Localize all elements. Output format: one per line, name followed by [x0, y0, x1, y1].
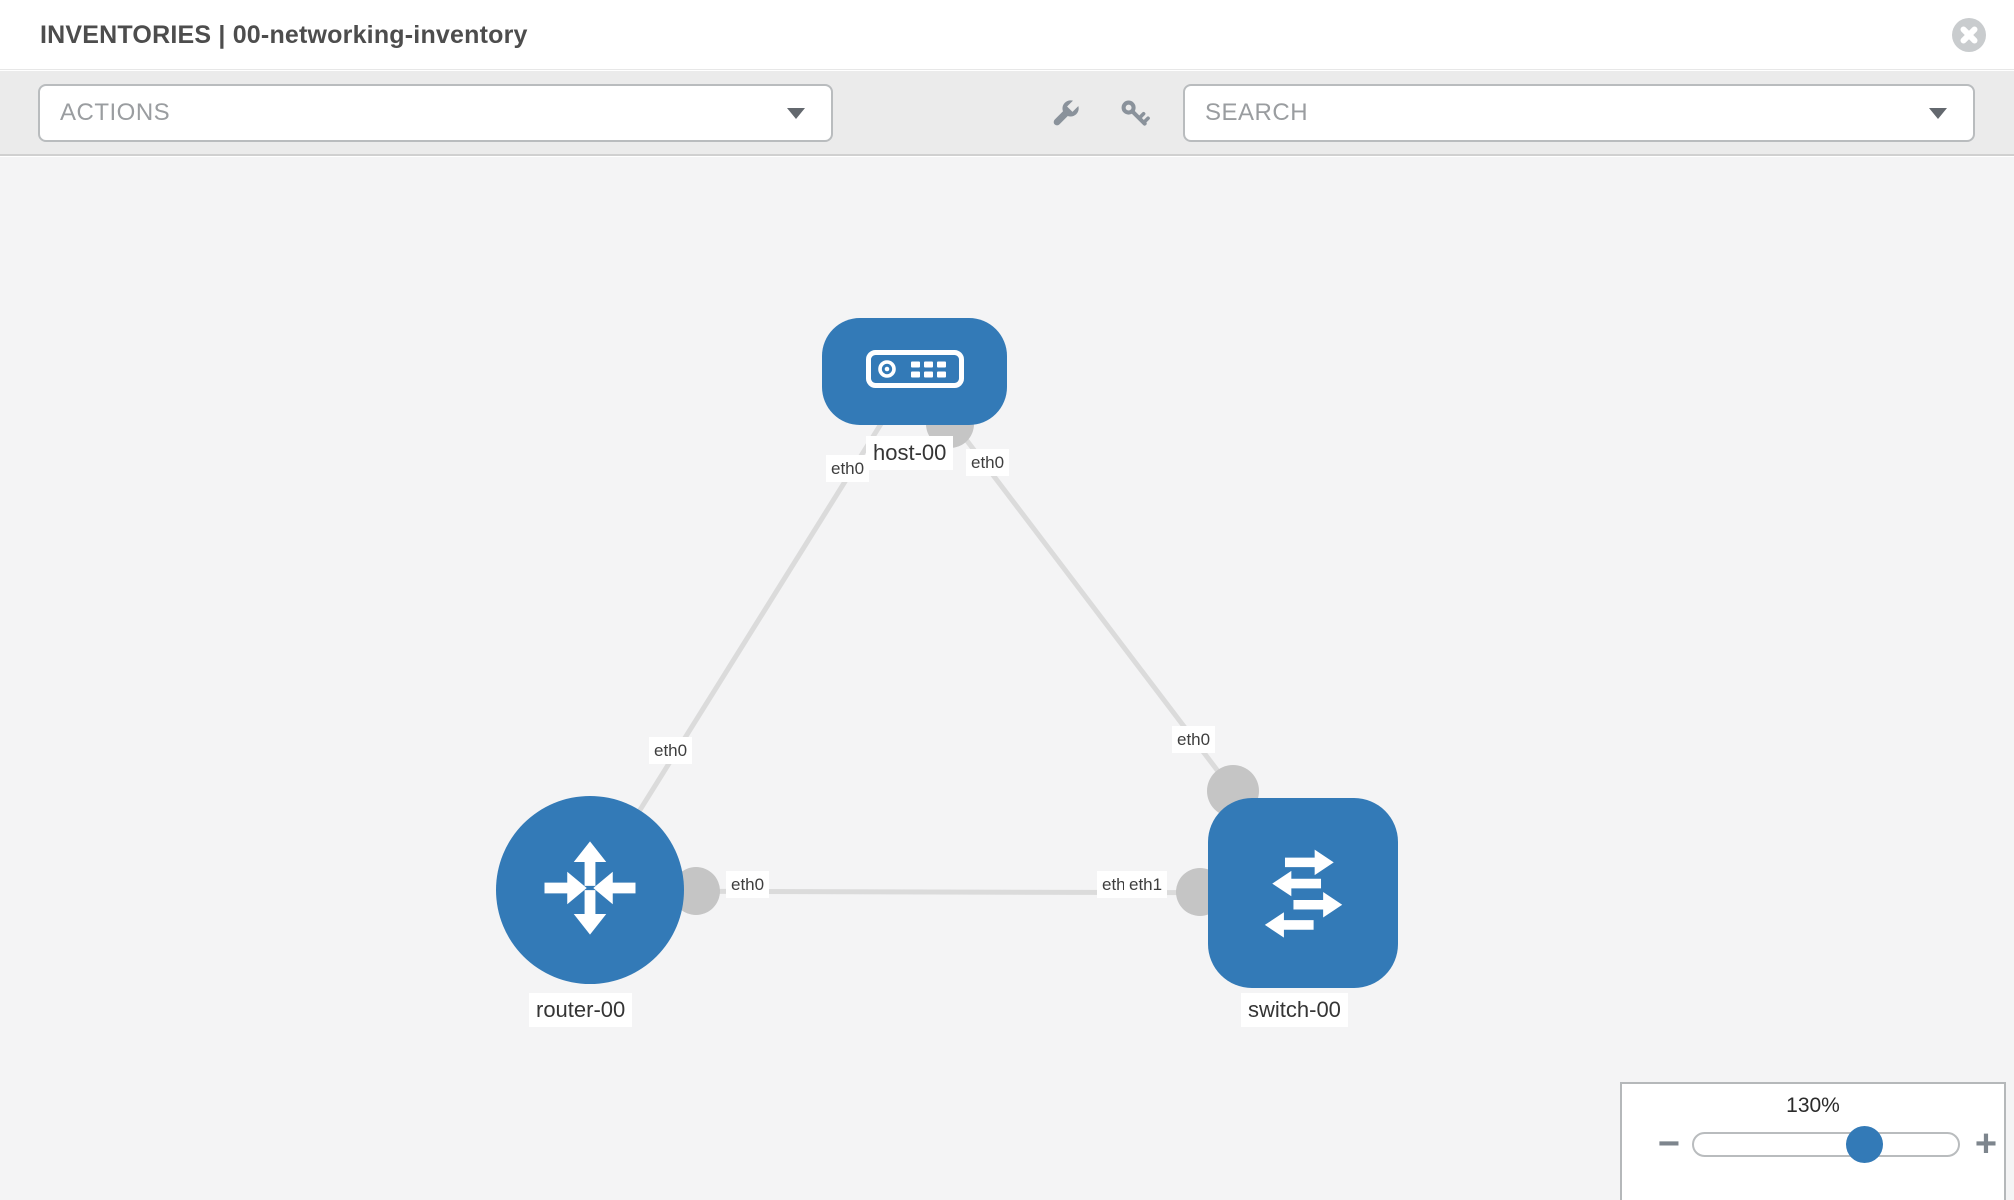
credentials-button[interactable] — [1113, 92, 1157, 136]
zoom-in-button[interactable]: + — [1974, 1122, 1998, 1165]
wrench-icon — [1047, 96, 1083, 132]
search-placeholder: SEARCH — [1205, 99, 1309, 126]
key-icon — [1118, 97, 1152, 131]
server-icon — [865, 350, 965, 393]
configure-button[interactable] — [1043, 92, 1087, 136]
node-label-router: router-00 — [529, 993, 633, 1027]
node-switch-00[interactable] — [1208, 798, 1398, 988]
panel-header: INVENTORIES | 00-networking-inventory — [0, 0, 2014, 70]
page-title: INVENTORIES | 00-networking-inventory — [40, 21, 528, 49]
interface-label-router-to-switch: eth0 — [726, 871, 770, 899]
actions-dropdown-label: ACTIONS — [60, 99, 171, 126]
search-input[interactable]: SEARCH — [1183, 84, 1975, 142]
zoom-slider-handle[interactable] — [1846, 1126, 1883, 1163]
zoom-out-button[interactable]: − — [1657, 1122, 1681, 1165]
zoom-level-value: 130% — [1786, 1094, 1840, 1117]
node-label-switch: switch-00 — [1241, 993, 1348, 1027]
actions-dropdown[interactable]: ACTIONS — [38, 84, 833, 142]
chevron-down-icon — [787, 108, 805, 119]
interface-label-hidden: eth0 — [1097, 871, 1127, 899]
close-button[interactable] — [1952, 18, 1986, 52]
node-router-00[interactable] — [496, 796, 684, 984]
topology-canvas[interactable] — [0, 157, 2014, 1200]
zoom-widget: 130% − + — [1620, 1082, 2006, 1200]
zoom-slider-track[interactable] — [1692, 1132, 1960, 1157]
close-icon — [1952, 18, 1986, 52]
chevron-down-icon — [1929, 108, 1947, 119]
interface-label-router-to-host: eth0 — [649, 737, 693, 765]
node-host-00[interactable] — [822, 318, 1007, 425]
toolbar: ACTIONS SEARCH — [0, 71, 2014, 156]
router-arrows-icon — [538, 836, 642, 945]
switch-arrows-icon — [1250, 838, 1356, 949]
interface-label-switch-to-router: eth1 — [1124, 871, 1168, 899]
node-label-host: host-00 — [866, 436, 954, 470]
interface-label-host-to-switch: eth0 — [966, 449, 1010, 477]
interface-label-switch-to-host: eth0 — [1172, 726, 1216, 754]
interface-label-host-to-router: eth0 — [826, 455, 870, 483]
